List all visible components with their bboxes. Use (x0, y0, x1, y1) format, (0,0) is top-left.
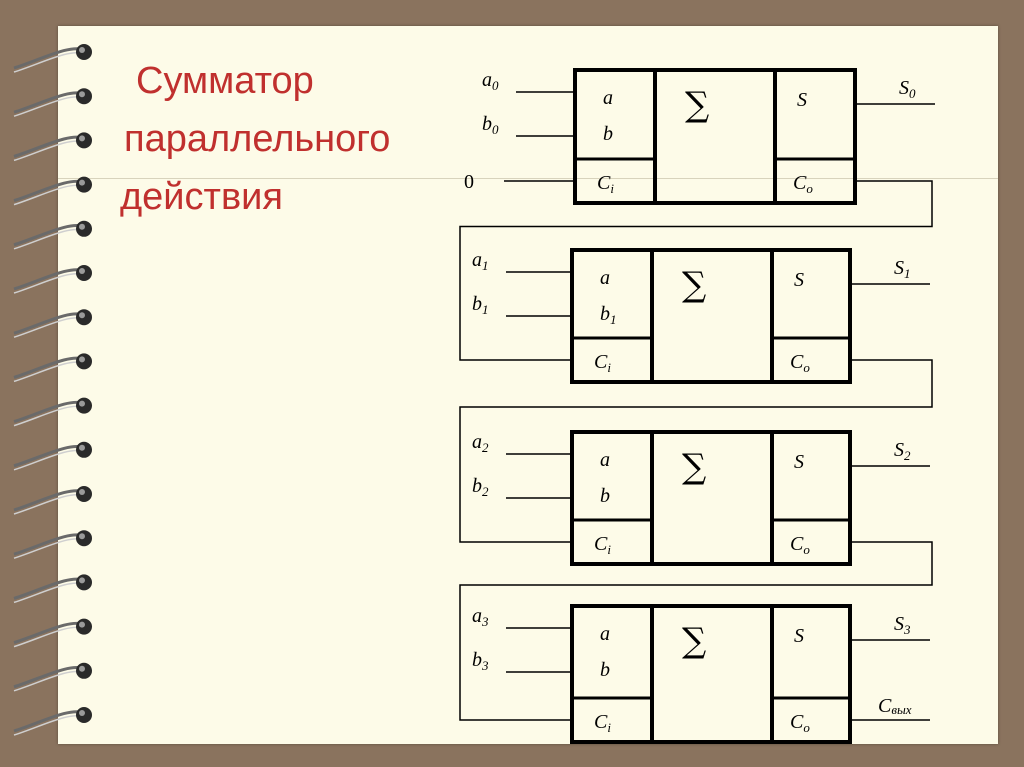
binding-ring (13, 309, 92, 338)
binding-ring (13, 220, 92, 250)
block-outline (573, 68, 857, 205)
sum-output-label: S (794, 269, 804, 291)
binding-ring (13, 530, 92, 559)
input-a-name: a2 (472, 431, 489, 455)
binding-ring (13, 44, 92, 73)
adder-block: ab ∑ S Ci Co a2 b2 S2 (472, 430, 930, 566)
hole-shine (79, 400, 85, 407)
input-a-label: a (600, 623, 610, 645)
hole-shine (79, 489, 85, 495)
hole-shine (79, 179, 85, 186)
input-a-label: a (600, 449, 610, 471)
binding-ring (13, 132, 92, 162)
input-a-name: a0 (482, 69, 499, 93)
hole-shine (79, 710, 85, 716)
adder-block: ab ∑ S Ci Co a0 b0 S0 (482, 68, 935, 205)
hole-shine (79, 356, 85, 363)
sum-output-name: S1 (894, 257, 911, 281)
hole-shine (79, 577, 85, 584)
binding-ring (13, 353, 92, 383)
input-a-label: a (600, 267, 610, 289)
input-a-name: a3 (472, 605, 489, 629)
binding-ring (13, 662, 92, 692)
hole-shine (79, 47, 85, 53)
input-b-label: b (603, 123, 613, 145)
hole-shine (79, 135, 85, 142)
hole-shine (79, 665, 85, 672)
sum-symbol: ∑ (682, 447, 706, 487)
hole-shine (79, 621, 85, 628)
sum-symbol: ∑ (682, 265, 706, 305)
carry-in-label: Ci (594, 351, 611, 375)
carry-wire (459, 541, 933, 721)
input-b-name: b2 (472, 475, 489, 499)
carry-out-label: Co (790, 533, 810, 557)
carry-out-label: Co (790, 711, 810, 735)
input-b-label: b (600, 659, 610, 681)
carry-in-label: Ci (597, 172, 614, 196)
input-b-label: b (600, 485, 610, 507)
binding-ring (13, 707, 92, 736)
binding-ring (13, 397, 92, 427)
binding-ring (13, 265, 92, 294)
hole-shine (79, 444, 85, 451)
sum-output-label: S (794, 625, 804, 647)
hole-shine (79, 312, 85, 319)
hole-shine (79, 268, 85, 274)
binding-ring (13, 574, 92, 604)
title-line-3: действия (120, 176, 283, 218)
carry-in-label: Ci (594, 711, 611, 735)
binding-ring (13, 618, 92, 648)
input-b-label: b1 (600, 303, 617, 327)
notebook-paper (58, 26, 998, 744)
carry-out-label: Co (790, 351, 810, 375)
binding-ring (13, 486, 92, 515)
spiral-binding (13, 44, 92, 736)
carry-out-name: Cвых (878, 695, 912, 717)
sum-symbol: ∑ (682, 621, 706, 661)
paper-rule-line (58, 178, 998, 179)
carry-in-label: Ci (594, 533, 611, 557)
sum-output-name: S3 (894, 613, 911, 637)
sum-symbol: ∑ (685, 85, 709, 125)
sum-output-name: S0 (899, 77, 916, 101)
sum-output-label: S (797, 89, 807, 111)
binding-ring (13, 88, 92, 117)
carry-out-label: Co (793, 172, 813, 196)
input-b-name: b3 (472, 649, 489, 673)
sum-output-label: S (794, 451, 804, 473)
title-line-2: параллельного (124, 118, 391, 160)
carry-wire (459, 180, 933, 361)
input-a-label: a (603, 87, 613, 109)
input-b-name: b1 (472, 293, 489, 317)
sum-output-name: S2 (894, 439, 911, 463)
adder-block: a b1 ∑ S Ci Co a1 b1 S1 (472, 248, 930, 384)
input-b-name: b0 (482, 113, 499, 137)
block-outline (570, 604, 852, 744)
title-line-1: Сумматор (136, 60, 314, 102)
carry-in-zero-label: 0 (464, 171, 474, 193)
input-a-name: a1 (472, 249, 489, 273)
adder-block: ab ∑ S Ci Co a3 b3 S3 (472, 604, 930, 744)
binding-ring (13, 441, 92, 471)
slide-title: Сумматор параллельного действия (110, 52, 470, 226)
carry-wire (459, 359, 933, 543)
hole-shine (79, 223, 85, 230)
hole-shine (79, 91, 85, 98)
hole-shine (79, 533, 85, 540)
binding-ring (13, 176, 92, 206)
